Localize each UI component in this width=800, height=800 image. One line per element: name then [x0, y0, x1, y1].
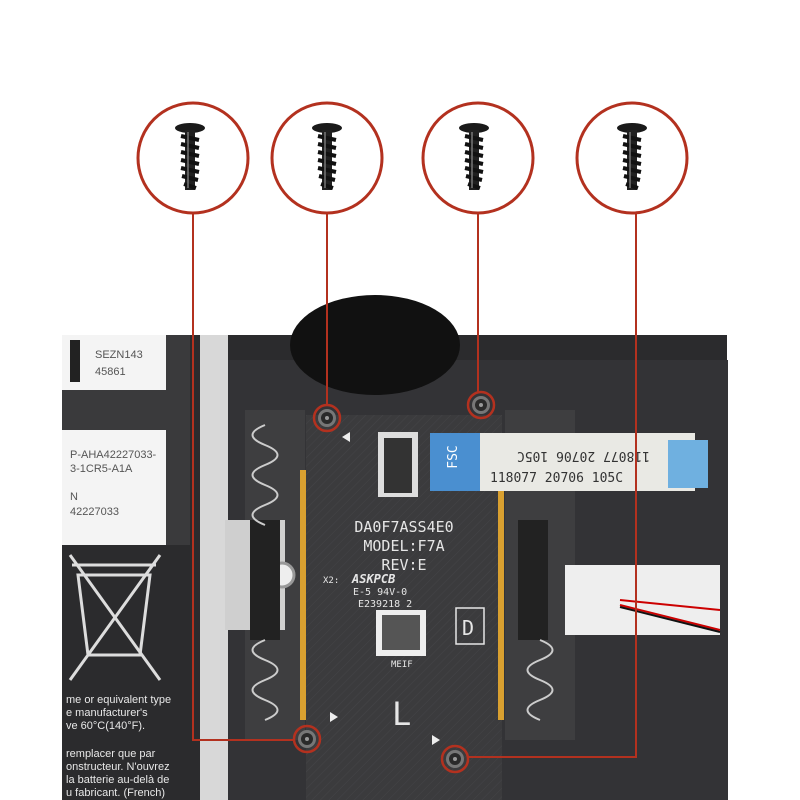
pcb-revision: REV:E [381, 556, 426, 574]
pcb-rating: E-5 94V-0 [353, 587, 407, 598]
warning-line-3: ve 60°C(140°F). [66, 720, 145, 732]
cable-tag: FSC [446, 445, 461, 468]
label-line-6: 42227033 [70, 506, 119, 518]
cable-print-1: 118077 20706 105C [517, 448, 650, 463]
screw-callout-4 [575, 101, 689, 215]
crossed-bin-icon [68, 554, 162, 681]
device-photo: SEZN143 45861 P-AHA42227033- 3-1CR5-A1A … [62, 295, 728, 800]
callout-lines [192, 213, 637, 758]
warning-line-1: me or equivalent type [66, 694, 171, 706]
warning-line-6: la batterie au-delà de [66, 774, 169, 786]
warning-line-5: onstructeur. N'ouvrez [66, 761, 170, 773]
warning-line-4: remplacer que par [66, 748, 156, 760]
label-line-2: 45861 [95, 366, 126, 378]
cable-print-2: 118077 20706 105C [490, 471, 623, 486]
screw-callout-3 [421, 101, 535, 215]
warning-line-2: e manufacturer's [66, 707, 148, 719]
ribbon-cable: FSC 118077 20706 105C 118077 20706 105C [430, 433, 708, 491]
warning-line-7: u fabricant. (French) [66, 787, 165, 799]
pcb-prefix: X2: [323, 576, 339, 586]
label-line-5: N [70, 491, 78, 503]
pcb-code: E239218 2 [358, 599, 412, 610]
label-line-4: 3-1CR5-A1A [70, 463, 133, 475]
label-line-3: P-AHA42227033- [70, 449, 157, 461]
qr-code-icon [70, 340, 80, 382]
pcb-model: MODEL:F7A [363, 537, 444, 555]
label-line-1: SEZN143 [95, 349, 143, 361]
screw-callout-1 [136, 101, 250, 215]
pcb-part-number: DA0F7ASS4E0 [354, 518, 453, 536]
pcb-maker: ASKPCB [351, 572, 395, 586]
qr-label: MEIF [391, 660, 413, 670]
pcb-d-mark: D [462, 616, 474, 640]
screw-callout-2 [270, 101, 384, 215]
pcb-l-mark: L [392, 695, 411, 733]
